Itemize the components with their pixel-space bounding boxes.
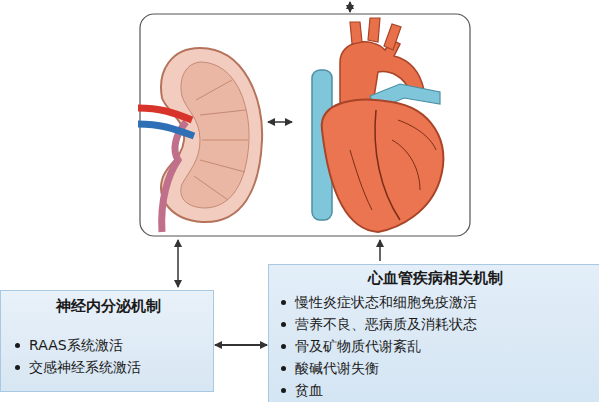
bullet-row: 慢性炎症状态和细胞免疫激活 bbox=[277, 291, 593, 313]
box-heading: 心血管疾病相关机制 bbox=[277, 269, 593, 288]
organ-arrow bbox=[268, 121, 292, 123]
bullet-row: 贫血 bbox=[277, 379, 593, 401]
bullet-text: 营养不良、恶病质及消耗状态 bbox=[295, 313, 477, 335]
top-arrow bbox=[349, 2, 351, 12]
bullet-text: RAAS系统激活 bbox=[29, 334, 123, 356]
frame-left-arrow bbox=[177, 240, 179, 287]
bullet-text: 交感神经系统激活 bbox=[29, 356, 141, 378]
bullet-dot bbox=[281, 344, 286, 349]
bullet-dot bbox=[281, 366, 286, 371]
bullet-row: 骨及矿物质代谢紊乱 bbox=[277, 335, 593, 357]
bullet-text: 慢性炎症状态和细胞免疫激活 bbox=[295, 291, 477, 313]
bullet-dot bbox=[15, 365, 20, 370]
bullet-row: 酸碱代谢失衡 bbox=[277, 357, 593, 379]
bullet-text: 骨及矿物质代谢紊乱 bbox=[295, 335, 421, 357]
heart-illustration bbox=[312, 18, 443, 232]
kidney-illustration bbox=[138, 48, 262, 232]
bullet-dot bbox=[15, 343, 20, 348]
bullet-row: RAAS系统激活 bbox=[11, 334, 205, 356]
bullet-text: 酸碱代谢失衡 bbox=[295, 357, 379, 379]
box-heading: 神经内分泌机制 bbox=[11, 297, 205, 316]
bullet-row: 营养不良、恶病质及消耗状态 bbox=[277, 313, 593, 335]
mechanism-box: 心血管疾病相关机制慢性炎症状态和细胞免疫激活营养不良、恶病质及消耗状态骨及矿物质… bbox=[268, 264, 599, 402]
bullet-dot bbox=[281, 322, 286, 327]
mechanism-box: 神经内分泌机制 RAAS系统激活交感神经系统激活 bbox=[0, 290, 214, 392]
bullet-text: 贫血 bbox=[295, 379, 323, 401]
organ-frame bbox=[140, 14, 470, 236]
bullet-row: 交感神经系统激活 bbox=[11, 356, 205, 378]
bullet-dot bbox=[281, 388, 286, 393]
frame-right-arrow bbox=[379, 240, 381, 261]
bullet-dot bbox=[281, 300, 286, 305]
double-arrow bbox=[215, 344, 267, 346]
